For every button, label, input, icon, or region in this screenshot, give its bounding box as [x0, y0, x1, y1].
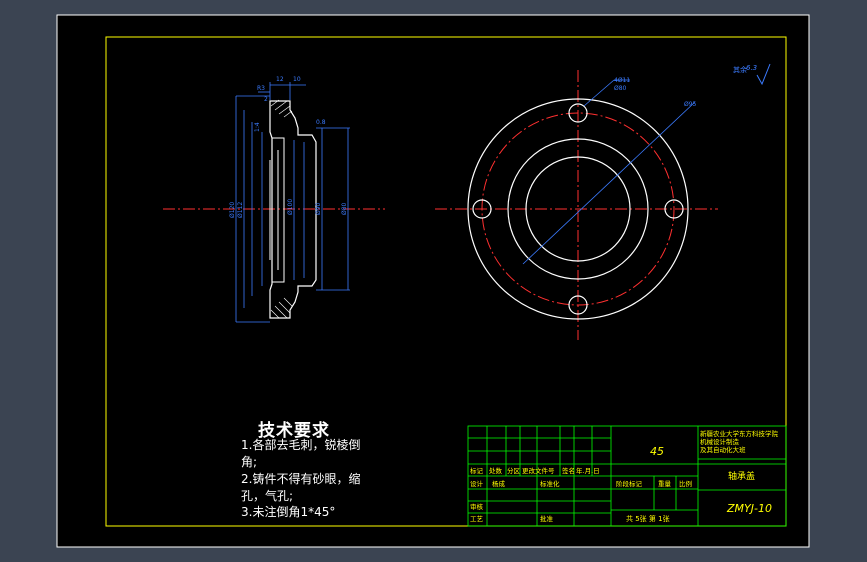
review-label: 审核: [470, 502, 484, 511]
dim-2: 2: [264, 96, 268, 103]
dim-slope: 0.8: [316, 119, 326, 126]
bore-circle: [525, 156, 631, 262]
roughness-value: 6.3: [746, 64, 757, 72]
standardization-label: 标准化: [540, 479, 560, 488]
boss-circle: [507, 138, 649, 280]
dim-dia-112: Ø112: [237, 202, 244, 218]
tech-requirement-line: 角;: [241, 455, 258, 469]
bolt-hole-right: [664, 199, 684, 219]
dim-dia-100: Ø100: [287, 199, 294, 215]
front-view: 4Ø11 Ø80 Ø95: [435, 70, 718, 340]
dim-bolt-holes: 4Ø11: [614, 77, 630, 84]
sheet-background: [56, 14, 810, 548]
dim-dia-120: Ø120: [229, 202, 236, 218]
hdr-sign: 签名: [562, 466, 575, 475]
designer-name: 杨成: [492, 479, 506, 488]
school-line-1: 新疆农业大学东方科技学院: [700, 429, 779, 438]
drawing-frame: [105, 36, 787, 527]
part-name: 轴承盖: [728, 470, 755, 482]
tech-requirement-line: 2.铸件不得有砂眼，缩: [241, 472, 361, 486]
roughness-symbol: 其余 6.3: [733, 63, 771, 86]
dim-dia-80: Ø80: [341, 202, 348, 215]
roughness-note: 其余: [733, 65, 747, 74]
hdr-change: 更改文件号: [522, 466, 555, 475]
approve-label: 批准: [540, 514, 554, 523]
section-view: 12 10 R3 2 0.8 Ø120 Ø112 Ø100 Ø90 Ø80 1:…: [163, 76, 385, 323]
dim-dia-90: Ø90: [315, 202, 322, 215]
title-block-text: 45 新疆农业大学东方科技学院 机械设计制造 及其自动化大班 轴承盖 ZMYJ-…: [470, 429, 779, 523]
hdr-zone: 分区: [507, 466, 521, 475]
hdr-mark: 标记: [470, 466, 484, 475]
hdr-date: 年.月.日: [576, 466, 600, 475]
stage-label: 阶段标记: [616, 479, 643, 488]
designer-label: 设计: [470, 479, 484, 488]
dim-slope-2: 1:4: [254, 122, 261, 132]
scale-label: 比例: [679, 479, 692, 488]
title-block: [467, 425, 787, 527]
bolt-hole-bottom: [568, 295, 588, 315]
hdr-count: 处数: [489, 466, 503, 475]
dim-10: 10: [293, 76, 301, 83]
dim-pcd: Ø95: [684, 101, 697, 108]
tech-requirement-line: 孔，气孔;: [241, 489, 294, 503]
bolt-hole-left: [472, 199, 492, 219]
sheet-info: 共 5张 第 1张: [626, 514, 670, 523]
dim-r3: R3: [257, 85, 265, 92]
material: 45: [650, 445, 664, 458]
drawing-code: ZMYJ-10: [726, 502, 772, 515]
tech-requirements-title: 技术要求: [258, 421, 330, 441]
tech-requirement-line: 3.未注倒角1*45°: [241, 505, 336, 519]
school-line-3: 及其自动化大班: [700, 445, 746, 454]
process-label: 工艺: [470, 515, 484, 523]
dim-12: 12: [276, 76, 284, 83]
outer-circle: [467, 98, 689, 320]
bolt-circle: [481, 112, 675, 306]
dim-bolt-circle: Ø80: [614, 85, 627, 92]
bolt-hole-top: [568, 103, 588, 123]
school-line-2: 机械设计制造: [700, 437, 740, 446]
tech-requirement-line: 1.各部去毛刺，锐棱倒: [241, 438, 361, 452]
weight-label: 重量: [658, 480, 672, 488]
